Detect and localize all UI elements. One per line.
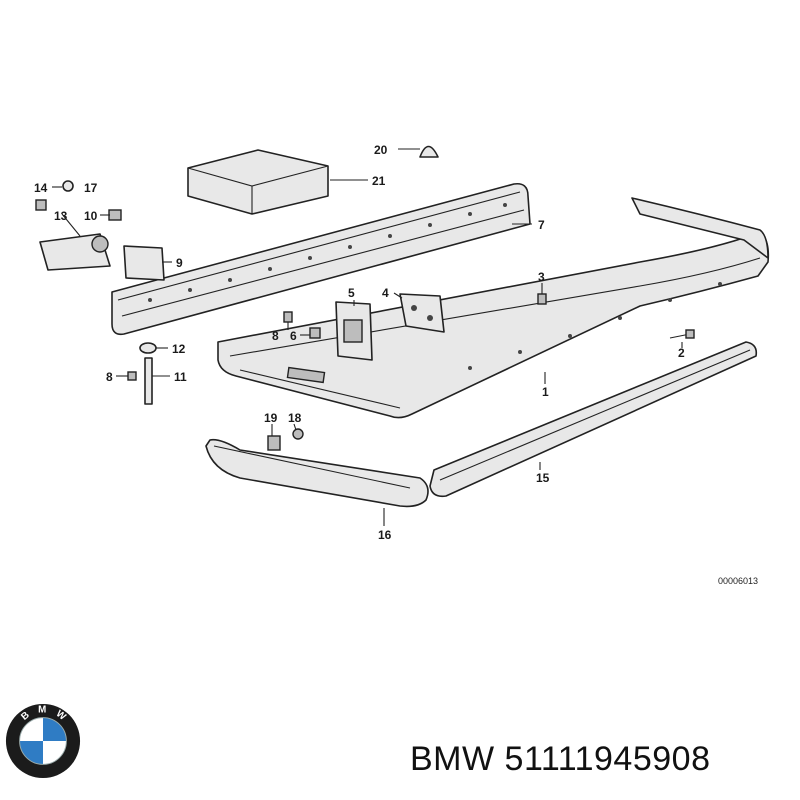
callout-5: 5 [348,286,355,300]
callout-1: 1 [542,385,549,399]
callout-19: 19 [264,411,278,425]
callout-2: 2 [678,346,685,360]
part-5-bracket [335,301,373,361]
callout-10: 10 [84,209,98,223]
part-3-clip [537,293,547,305]
part-15-trim-strip [429,341,758,498]
callout-11: 11 [174,370,187,384]
part-number-caption: BMW 51111945908 [410,740,710,779]
callout-6: 6 [290,329,297,343]
part-8-screw-lower [127,371,137,381]
part-10-nut [108,209,122,221]
part-18-screw [292,428,304,440]
callout-20: 20 [374,143,388,157]
callout-13: 13 [54,209,68,223]
callout-17: 17 [84,181,98,195]
callout-4: 4 [382,286,389,300]
callout-8-lower: 8 [106,370,113,384]
part-8-screw-upper [283,311,293,323]
callout-21: 21 [372,174,386,188]
callout-18: 18 [288,411,302,425]
callout-12: 12 [172,342,186,356]
bmw-logo: B M W [5,703,81,779]
part-20-cap [419,145,439,158]
bmw-logo-lettering-m: M [38,705,46,716]
callout-7: 7 [538,218,545,232]
callout-8-upper: 8 [272,329,279,343]
callout-14: 14 [34,181,48,195]
leader-lines [52,148,683,526]
caption-brand: BMW [410,740,495,778]
part-21-box [187,149,329,215]
bumper-holes [468,282,722,370]
part-19-nut [267,435,281,451]
rail-holes [148,203,507,302]
caption-part-number: 51111945908 [504,740,711,778]
part-1-bumper [217,197,770,419]
part-11-bolt [144,357,153,405]
part-17-washer [62,180,74,192]
part-4-bracket [399,293,445,333]
part-6-nut [309,327,321,339]
callout-16: 16 [378,528,392,542]
part-13-mount [39,233,111,271]
callout-9: 9 [176,256,183,270]
part-9-bracket [123,245,165,281]
callout-3: 3 [538,270,545,284]
part-14-nut [35,199,47,211]
part-12-washer [139,342,157,354]
callout-15: 15 [536,471,550,485]
diagram-reference-code: 00006013 [718,576,758,586]
part-2-screw [669,329,695,339]
part-16-trim-strip [205,438,429,508]
